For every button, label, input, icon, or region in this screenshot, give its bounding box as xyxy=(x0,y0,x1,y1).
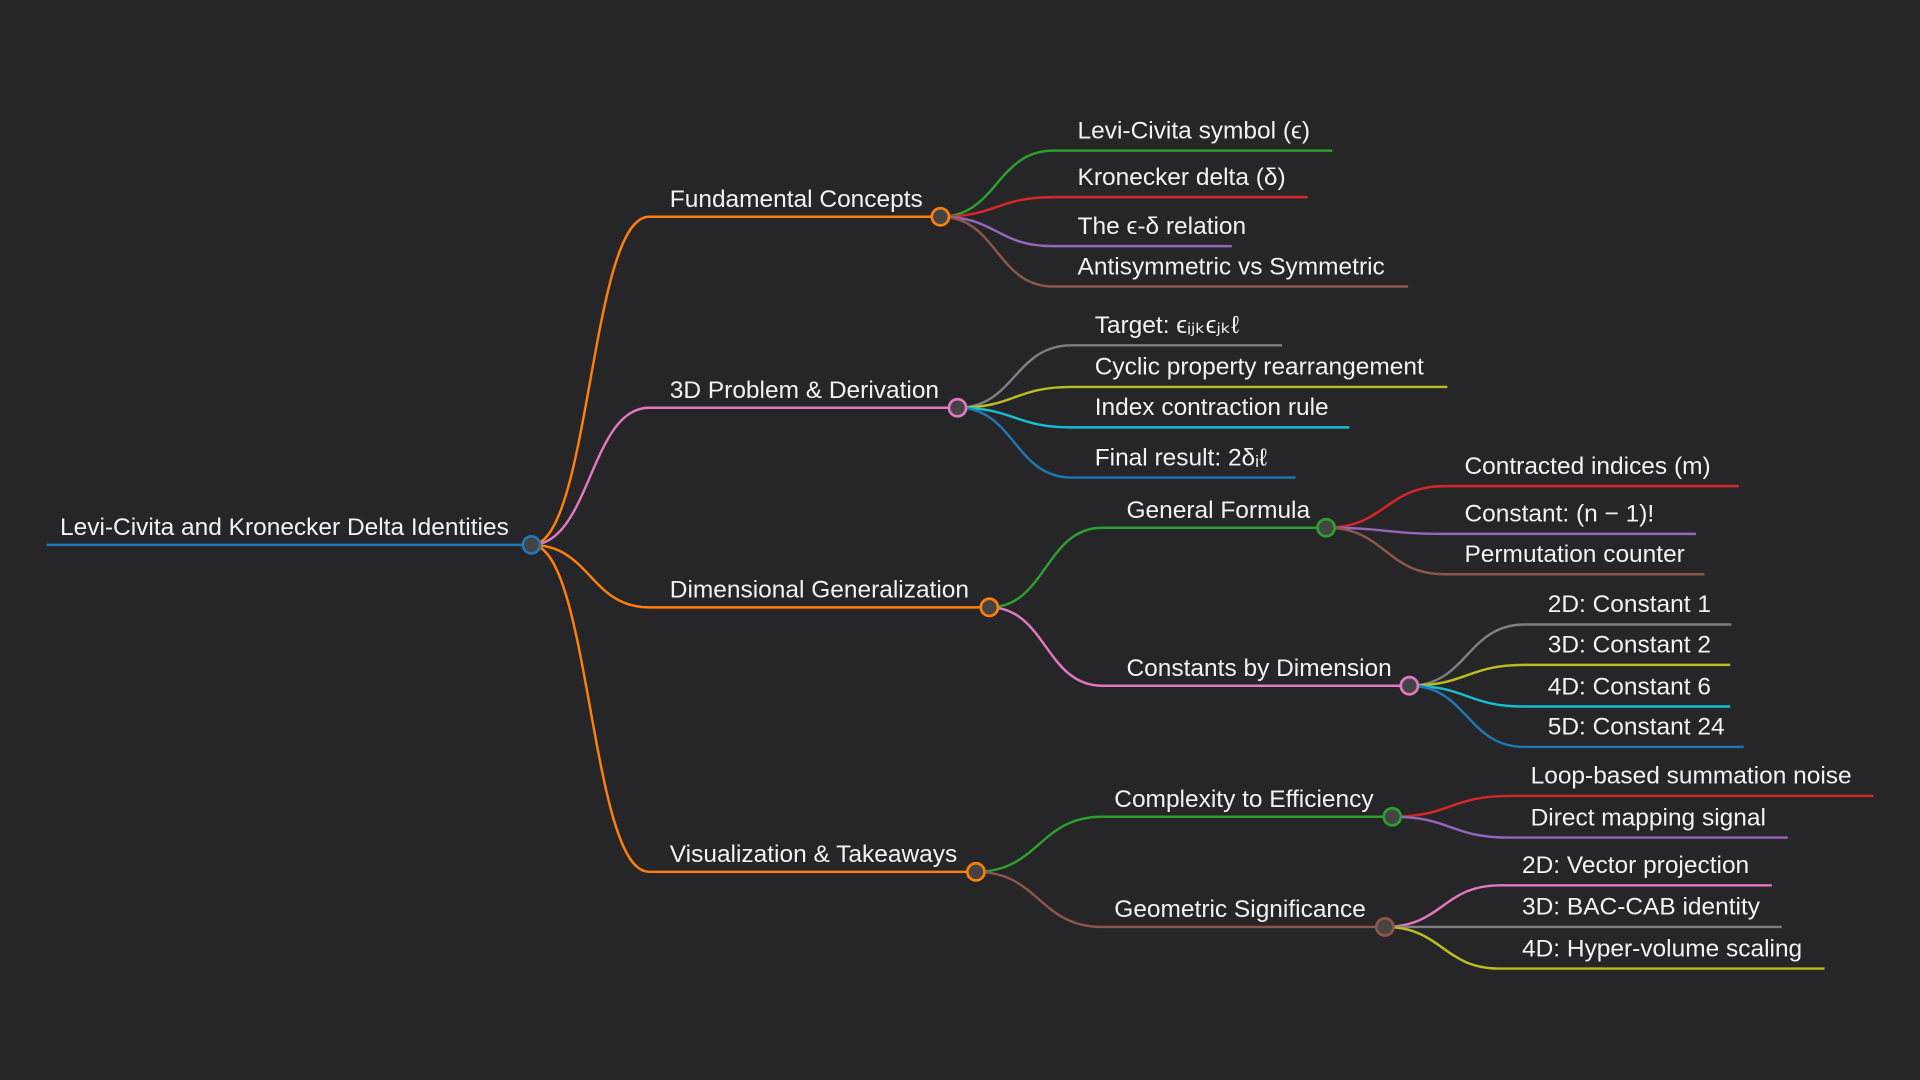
sub-toggle-3-0[interactable] xyxy=(1382,806,1403,827)
leaf-link-2-1-3 xyxy=(1409,684,1744,749)
leaf-link-2-1-2 xyxy=(1409,684,1731,708)
sub-link-2-0 xyxy=(989,526,1327,609)
sub-link-3-0 xyxy=(975,815,1393,874)
branch-link-1 xyxy=(531,406,958,547)
leaf-label-2-1-3[interactable]: 5D: Constant 24 xyxy=(1548,714,1725,741)
branch-link-0 xyxy=(531,215,941,547)
root-node-label[interactable]: Levi-Civita and Kronecker Delta Identiti… xyxy=(60,514,509,541)
branch-toggle-3[interactable] xyxy=(966,861,986,882)
leaf-label-3-0-0[interactable]: Loop-based summation noise xyxy=(1531,763,1852,790)
leaf-label-2-0-2[interactable]: Permutation counter xyxy=(1464,541,1684,568)
leaf-link-0-2 xyxy=(940,215,1232,248)
leaf-link-3-0-1 xyxy=(1392,815,1788,839)
leaf-link-2-0-0 xyxy=(1326,484,1739,529)
leaf-label-3-1-1[interactable]: 3D: BAC-CAB identity xyxy=(1522,894,1761,921)
leaf-label-3-1-2[interactable]: 4D: Hyper-volume scaling xyxy=(1522,935,1802,962)
branch-label-1[interactable]: 3D Problem & Derivation xyxy=(670,377,939,404)
sub-toggle-2-1[interactable] xyxy=(1399,675,1420,696)
leaf-link-1-3 xyxy=(957,406,1296,479)
leaf-label-3-0-1[interactable]: Direct mapping signal xyxy=(1531,804,1766,831)
leaf-link-2-0-2 xyxy=(1326,526,1705,576)
sub-toggle-2-0[interactable] xyxy=(1316,517,1337,538)
leaf-link-3-1-2 xyxy=(1384,925,1825,970)
leaf-label-0-0[interactable]: Levi-Civita symbol (ϵ) xyxy=(1078,117,1310,144)
sub-label-2-0[interactable]: General Formula xyxy=(1127,497,1311,524)
branch-label-2[interactable]: Dimensional Generalization xyxy=(670,577,969,604)
sub-label-3-1[interactable]: Geometric Significance xyxy=(1114,896,1366,923)
leaf-link-1-2 xyxy=(957,406,1350,429)
leaf-label-2-0-1[interactable]: Constant: (n − 1)! xyxy=(1464,501,1654,528)
leaf-link-2-1-0 xyxy=(1409,623,1732,687)
leaf-link-3-0-0 xyxy=(1392,794,1874,818)
leaf-label-0-3[interactable]: Antisymmetric vs Symmetric xyxy=(1078,253,1385,280)
leaf-link-2-0-1 xyxy=(1326,526,1696,536)
leaf-label-2-1-1[interactable]: 3D: Constant 2 xyxy=(1548,632,1711,659)
root-toggle[interactable] xyxy=(521,534,542,555)
branch-toggle-2[interactable] xyxy=(979,597,1000,618)
leaf-label-1-1[interactable]: Cyclic property rearrangement xyxy=(1095,354,1424,381)
leaf-label-1-0[interactable]: Target: ϵᵢⱼₖϵⱼₖℓ xyxy=(1095,312,1239,339)
leaf-label-2-0-0[interactable]: Contracted indices (m) xyxy=(1464,453,1710,480)
branch-link-3 xyxy=(531,543,976,874)
leaf-label-0-2[interactable]: The ϵ-δ relation xyxy=(1078,213,1247,240)
leaf-link-0-0 xyxy=(940,149,1333,218)
sub-link-3-1 xyxy=(975,870,1385,929)
leaf-link-1-0 xyxy=(957,344,1283,409)
leaf-link-2-1-1 xyxy=(1409,663,1731,687)
leaf-label-1-2[interactable]: Index contraction rule xyxy=(1095,394,1329,421)
leaf-link-0-1 xyxy=(940,195,1308,218)
branch-toggle-0[interactable] xyxy=(930,206,951,227)
leaf-label-2-1-2[interactable]: 4D: Constant 6 xyxy=(1548,673,1711,700)
branch-toggle-1[interactable] xyxy=(947,397,968,418)
sub-label-3-0[interactable]: Complexity to Efficiency xyxy=(1114,786,1374,813)
branch-link-2 xyxy=(531,543,990,609)
sub-link-2-1 xyxy=(989,606,1410,687)
leaf-label-2-1-0[interactable]: 2D: Constant 1 xyxy=(1548,591,1711,618)
leaf-label-3-1-0[interactable]: 2D: Vector projection xyxy=(1522,852,1749,879)
branch-label-0[interactable]: Fundamental Concepts xyxy=(670,186,923,213)
leaf-label-0-1[interactable]: Kronecker delta (δ) xyxy=(1078,164,1286,191)
leaf-link-0-3 xyxy=(940,215,1409,288)
leaf-link-1-1 xyxy=(957,385,1448,409)
branch-label-3[interactable]: Visualization & Takeaways xyxy=(670,841,957,868)
leaf-label-1-3[interactable]: Final result: 2δᵢℓ xyxy=(1095,444,1267,471)
sub-label-2-1[interactable]: Constants by Dimension xyxy=(1127,655,1392,682)
leaf-link-3-1-0 xyxy=(1384,884,1772,929)
sub-toggle-3-1[interactable] xyxy=(1374,917,1395,937)
